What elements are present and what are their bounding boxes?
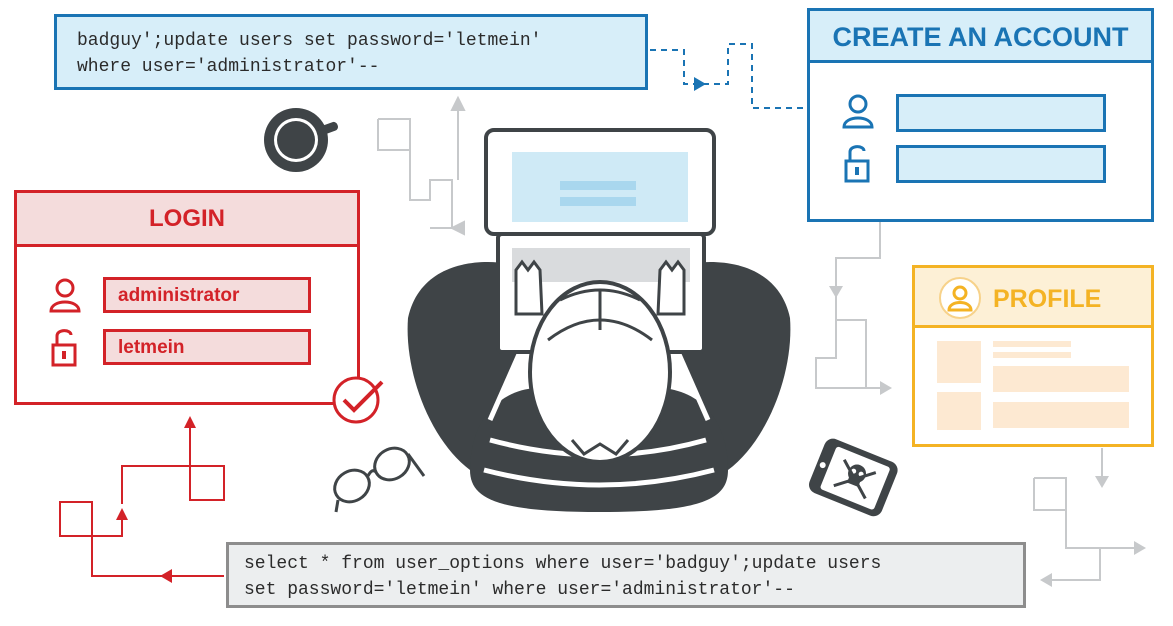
code-line: where user='administrator'--	[77, 57, 380, 77]
arrowhead	[694, 77, 706, 91]
password-field[interactable]	[896, 145, 1106, 183]
check-circle-icon	[332, 376, 384, 424]
arrowhead	[116, 508, 128, 520]
panel-title: LOGIN	[149, 205, 225, 232]
login-panel: LOGIN administrator letmein	[14, 190, 360, 405]
user-icon	[842, 94, 874, 129]
user-avatar-icon	[939, 277, 981, 319]
unlocked-padlock-icon	[51, 329, 77, 367]
unlocked-padlock-icon	[844, 145, 870, 183]
panel-header	[810, 11, 1151, 63]
panel-header	[17, 193, 357, 247]
arrowhead	[880, 381, 892, 395]
code-line: select * from user_options where user='b…	[244, 554, 882, 574]
connector-top-left	[377, 95, 466, 236]
executed-query-box: select * from user_options where user='b…	[226, 542, 1026, 608]
profile-panel: PROFILE	[912, 265, 1154, 447]
code-line: set password='letmein' where user='admin…	[244, 580, 795, 600]
arrowhead	[1095, 476, 1109, 488]
username-field[interactable]	[896, 94, 1106, 132]
code-line: badguy';update users set password='letme…	[77, 31, 542, 51]
profile-text-line	[993, 352, 1071, 358]
username-field[interactable]: administrator	[103, 277, 311, 313]
panel-title: PROFILE	[993, 285, 1102, 313]
hacker-head-icon	[514, 259, 686, 464]
arrowhead	[184, 416, 196, 428]
connector-code-to-create	[650, 43, 818, 109]
arrowhead	[829, 286, 843, 298]
connector-create-to-profile	[815, 222, 881, 389]
arrowhead	[1134, 541, 1146, 555]
connector-query-to-login	[59, 428, 225, 577]
glasses-icon	[333, 446, 426, 513]
injected-input-box: badguy';update users set password='letme…	[54, 14, 648, 90]
password-field[interactable]: letmein	[103, 329, 311, 365]
panel-title: CREATE AN ACCOUNT	[832, 22, 1129, 52]
coffee-cup-icon	[264, 108, 338, 172]
profile-photo-placeholder	[937, 392, 981, 430]
user-icon	[49, 278, 81, 313]
profile-text-block	[993, 366, 1129, 392]
phone-skull-icon	[808, 438, 898, 517]
profile-text-line	[993, 341, 1071, 347]
connector-profile-to-query	[1033, 448, 1140, 581]
arrowhead	[160, 569, 172, 583]
profile-text-block	[993, 402, 1129, 428]
arrowhead	[1040, 573, 1052, 587]
profile-photo-placeholder	[937, 341, 981, 383]
create-account-panel: CREATE AN ACCOUNT	[807, 8, 1154, 222]
